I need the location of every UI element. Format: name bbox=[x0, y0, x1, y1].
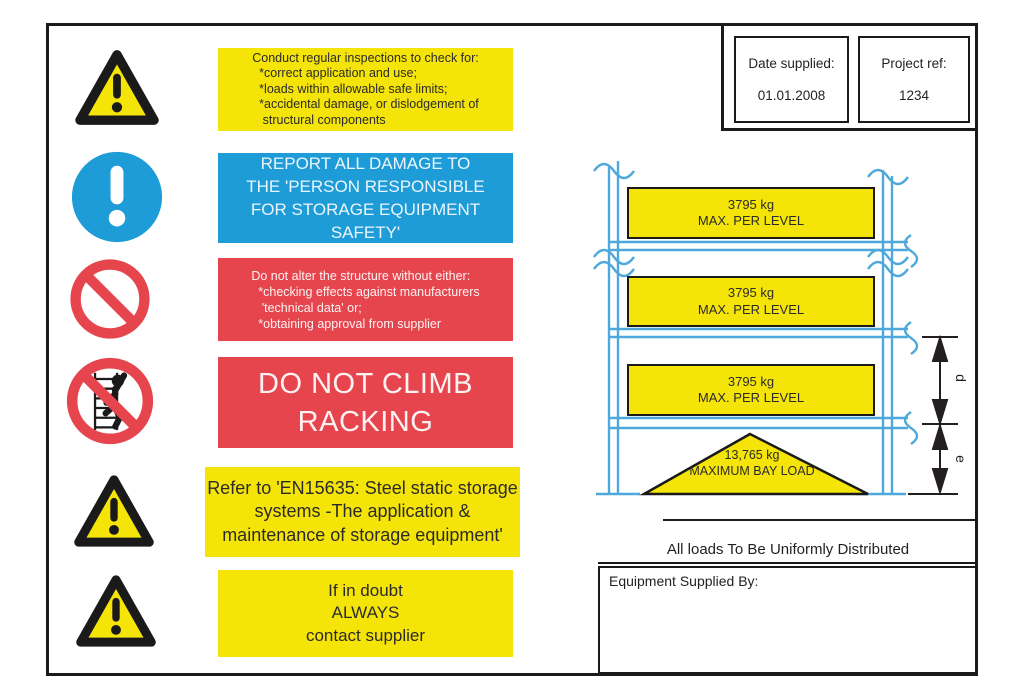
level-load-value: 3795 kg bbox=[727, 285, 775, 300]
inspection-panel: Conduct regular inspections to check for… bbox=[218, 48, 513, 131]
report-damage-panel: REPORT ALL DAMAGE TO THE 'PERSON RESPONS… bbox=[218, 153, 513, 243]
divider-line bbox=[598, 562, 978, 564]
panel-line: *accidental damage, or dislodgement of bbox=[252, 97, 479, 112]
panel-line: Do not alter the structure without eithe… bbox=[251, 268, 471, 283]
panel-line: DO NOT CLIMB bbox=[258, 367, 473, 400]
project-ref-value: 1234 bbox=[898, 88, 930, 104]
no-climbing-icon bbox=[66, 357, 154, 445]
date-supplied-value: 01.01.2008 bbox=[757, 88, 826, 104]
panel-line: Refer to 'EN15635: Steel static storage bbox=[207, 477, 518, 498]
panel-line: systems -The application & bbox=[254, 501, 471, 522]
bay-load-triangle bbox=[639, 432, 869, 496]
panel-line: *obtaining approval from supplier bbox=[251, 316, 442, 331]
panel-line: 'technical data' or; bbox=[251, 300, 362, 315]
header-frame: Date supplied: 01.01.2008 Project ref: 1… bbox=[721, 23, 978, 131]
panel-line: ALWAYS bbox=[331, 603, 400, 623]
dimension-lines bbox=[908, 334, 958, 496]
level-load-caption: MAX. PER LEVEL bbox=[697, 301, 805, 317]
warning-triangle-icon bbox=[75, 50, 159, 125]
bay-load-caption: MAXIMUM BAY LOAD bbox=[689, 463, 815, 478]
warning-triangle-icon bbox=[76, 575, 156, 647]
prohibition-icon bbox=[70, 259, 150, 339]
refer-standard-panel: Refer to 'EN15635: Steel static storage … bbox=[205, 467, 520, 557]
date-supplied-label: Date supplied: bbox=[748, 55, 835, 71]
uniform-load-note: All loads To Be Uniformly Distributed bbox=[666, 541, 910, 558]
panel-line: *checking effects against manufacturers bbox=[251, 284, 480, 299]
bay-load-label: 13,765 kg MAXIMUM BAY LOAD bbox=[662, 448, 842, 479]
panel-line: Conduct regular inspections to check for… bbox=[252, 50, 479, 65]
level-load-value: 3795 kg bbox=[727, 373, 775, 389]
level-load-value: 3795 kg bbox=[727, 196, 775, 212]
date-supplied-box: Date supplied: 01.01.2008 bbox=[734, 36, 849, 123]
warning-triangle-icon bbox=[74, 475, 154, 547]
panel-line: RACKING bbox=[297, 405, 434, 438]
if-in-doubt-panel: If in doubt ALWAYS contact supplier bbox=[218, 570, 513, 657]
project-ref-label: Project ref: bbox=[881, 55, 947, 71]
rack-diagram: d e bbox=[593, 161, 969, 496]
level-load-caption: MAX. PER LEVEL bbox=[697, 213, 805, 228]
panel-line: *correct application and use; bbox=[252, 66, 417, 81]
level-load-label: 3795 kg MAX. PER LEVEL bbox=[627, 187, 875, 239]
project-ref-box: Project ref: 1234 bbox=[858, 36, 970, 123]
equipment-supplied-label: Equipment Supplied By: bbox=[609, 573, 759, 589]
level-load-label: 3795 kg MAX. PER LEVEL bbox=[627, 276, 875, 327]
mandatory-exclamation-icon bbox=[71, 151, 163, 243]
do-not-climb-panel: DO NOT CLIMB RACKING bbox=[218, 357, 513, 448]
panel-line: THE 'PERSON RESPONSIBLE bbox=[246, 177, 485, 196]
rack-frame-lines bbox=[593, 161, 919, 496]
panel-line: structural components bbox=[252, 112, 386, 127]
level-load-label: 3795 kg MAX. PER LEVEL bbox=[627, 364, 875, 416]
panel-line: REPORT ALL DAMAGE TO bbox=[260, 154, 471, 173]
panel-line: *loads within allowable safe limits; bbox=[252, 81, 448, 96]
bay-load-value: 13,765 kg bbox=[724, 448, 780, 462]
panel-line: FOR STORAGE EQUIPMENT SAFETY' bbox=[250, 200, 481, 242]
divider-line bbox=[663, 519, 978, 521]
do-not-alter-panel: Do not alter the structure without eithe… bbox=[218, 258, 513, 341]
panel-line: contact supplier bbox=[305, 625, 426, 645]
panel-line: If in doubt bbox=[328, 580, 403, 600]
equipment-supplied-box: Equipment Supplied By: bbox=[598, 566, 978, 674]
dimension-e-label: e bbox=[953, 455, 969, 463]
sign-border bbox=[46, 23, 978, 676]
dimension-d-label: d bbox=[953, 374, 969, 382]
level-load-caption: MAX. PER LEVEL bbox=[697, 390, 805, 405]
panel-line: maintenance of storage equipment' bbox=[222, 524, 503, 545]
